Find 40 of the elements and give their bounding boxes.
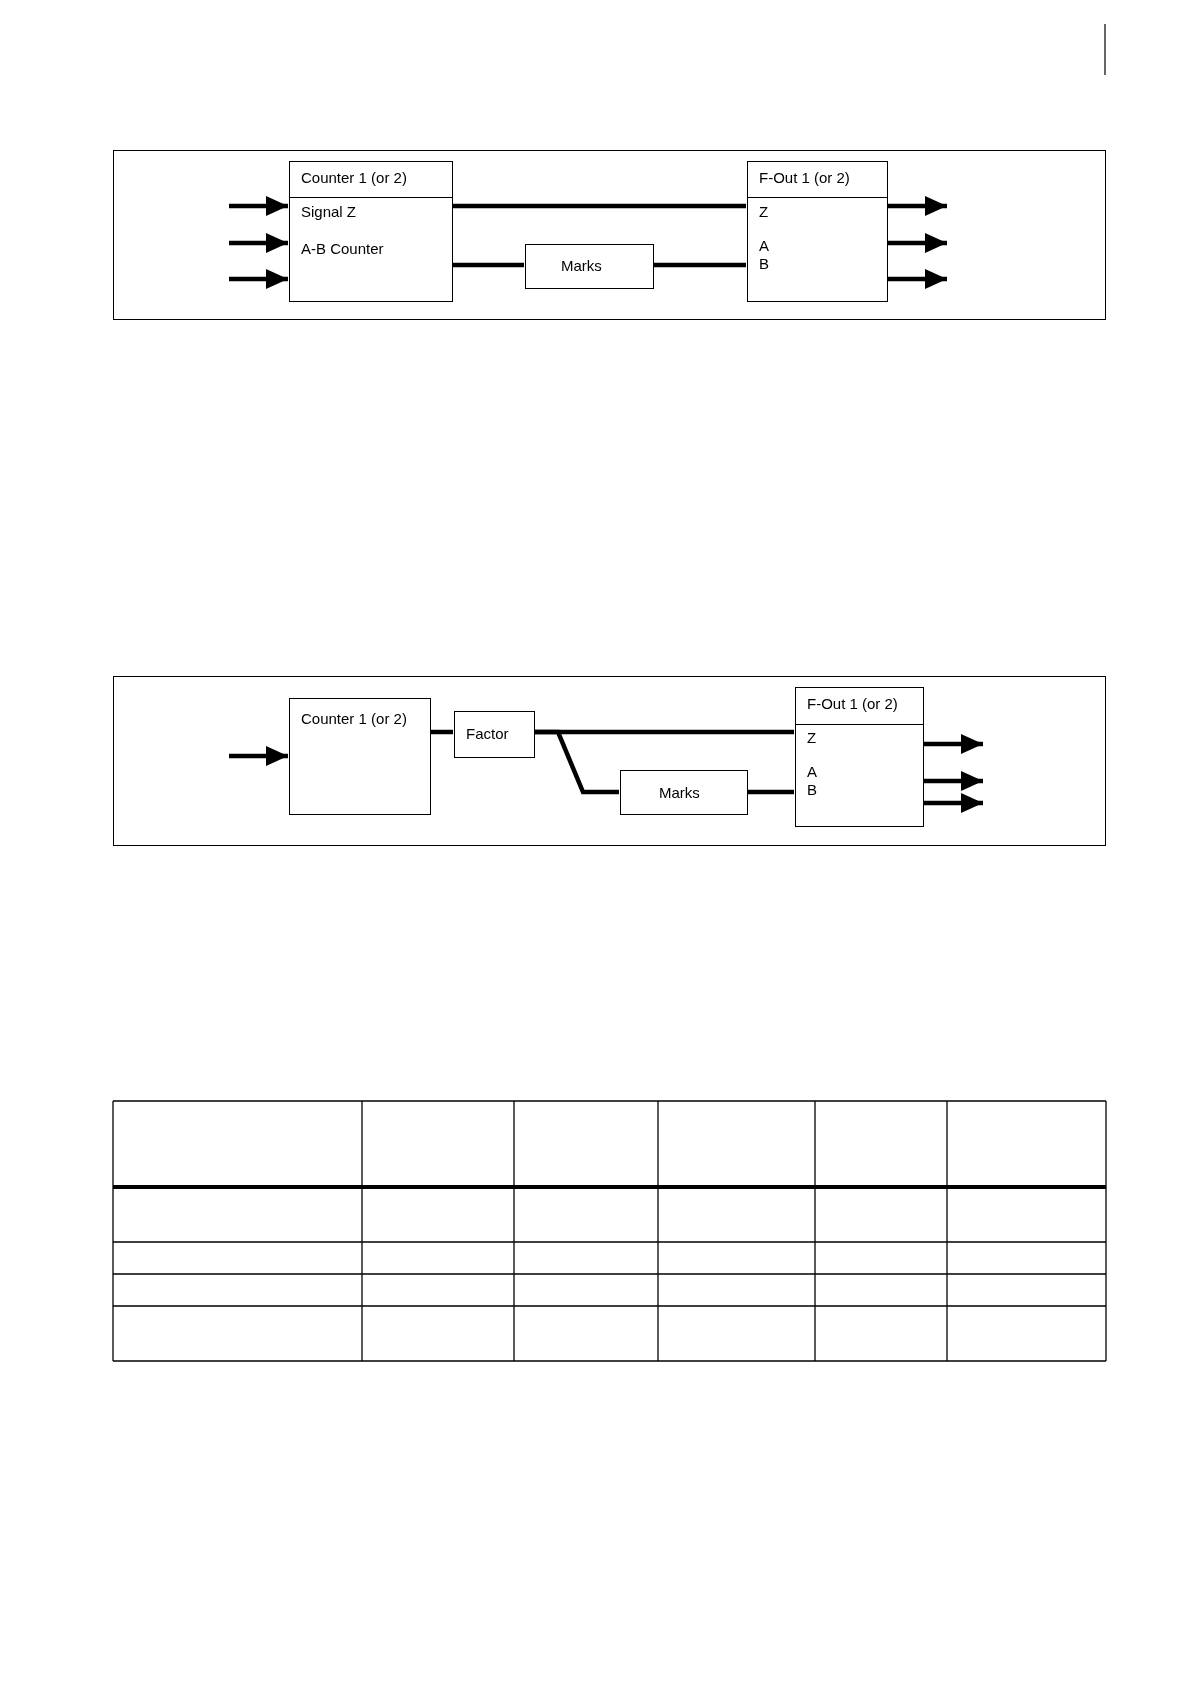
connector-line: [452, 262, 524, 268]
arrow: [923, 734, 983, 754]
block-title: Marks: [659, 784, 700, 801]
arrow: [229, 196, 288, 216]
block-title: Counter 1 (or 2): [301, 169, 407, 186]
diagram-frame: [113, 676, 1106, 846]
arrow: [887, 196, 947, 216]
connector-line: [747, 789, 794, 795]
connector-line: [430, 729, 453, 735]
diagram-frame: [113, 150, 1106, 320]
output-block: [795, 687, 924, 827]
port-label: Z: [807, 729, 817, 746]
port-label: B: [759, 255, 769, 272]
block-title: F-Out 1 (or 2): [759, 169, 850, 186]
port-label: A-B Counter: [301, 240, 384, 257]
block-title: F-Out 1 (or 2): [807, 695, 898, 712]
arrow: [923, 793, 983, 813]
connector-line: [534, 729, 619, 795]
counter-block: [289, 161, 453, 302]
factor-block: [454, 711, 535, 758]
connector-line: [452, 203, 746, 209]
block-title: Marks: [561, 257, 602, 274]
arrow: [887, 269, 947, 289]
port-label: Z: [759, 203, 769, 220]
block-title: Factor: [466, 725, 509, 742]
port-label: A: [807, 763, 817, 780]
marks-block: [620, 770, 748, 815]
arrow: [887, 233, 947, 253]
port-label: A: [759, 237, 769, 254]
arrow: [229, 233, 288, 253]
marks-block: [525, 244, 654, 289]
counter-block: [289, 698, 431, 815]
output-block: [747, 161, 888, 302]
port-label: Signal Z: [301, 203, 357, 220]
port-label: B: [807, 781, 817, 798]
block-title: Counter 1 (or 2): [301, 710, 407, 727]
arrow: [229, 269, 288, 289]
arrow: [923, 771, 983, 791]
connector-line: [653, 262, 746, 268]
arrow: [229, 746, 288, 766]
